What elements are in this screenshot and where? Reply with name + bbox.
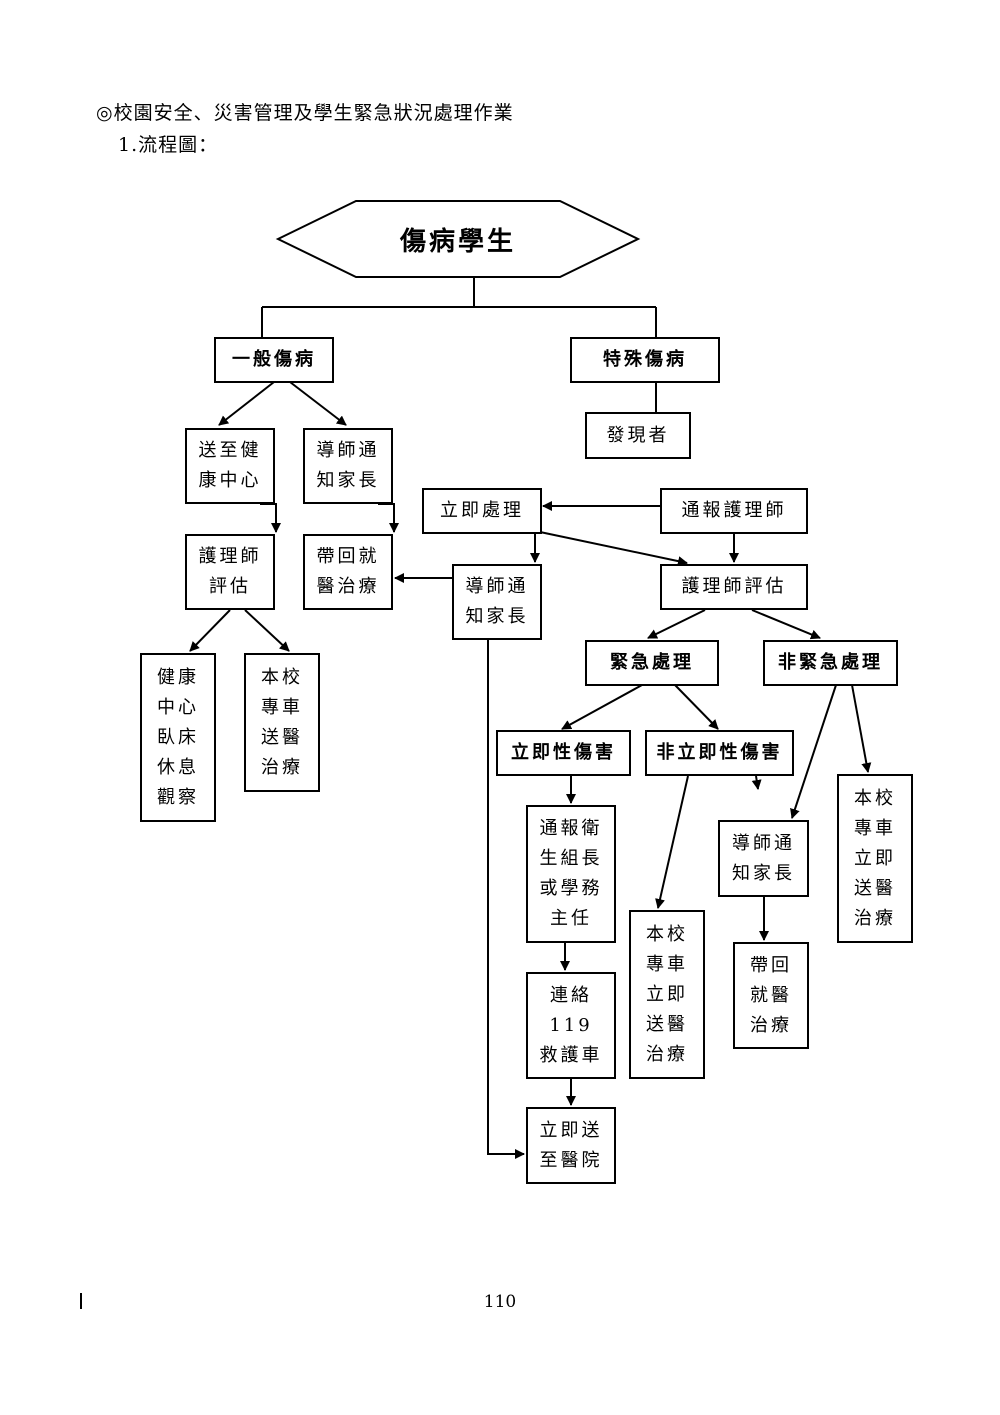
discoverer-box: 發現者 bbox=[585, 412, 691, 459]
take-home-treatment-box: 帶回就 醫治療 bbox=[303, 534, 393, 610]
nurse-assess-special-box: 護理師評估 bbox=[660, 564, 808, 610]
page-number: 110 bbox=[483, 1292, 517, 1312]
subtitle: 1.流程圖： bbox=[118, 134, 219, 156]
non-immediate-harm-box: 非立即性傷害 bbox=[645, 730, 794, 776]
general-injury-box: 一般傷病 bbox=[214, 337, 334, 383]
report-nurse-box: 通報護理師 bbox=[660, 488, 808, 534]
report-health-director-box: 通報衛 生組長 或學務 主任 bbox=[526, 805, 616, 943]
school-car-hospital-general-box: 本校 專車 送醫 治療 bbox=[244, 653, 320, 792]
section-title: ◎校園安全、災害管理及學生緊急狀況處理作業 bbox=[96, 102, 514, 124]
root-injured-student: 傷病學生 bbox=[399, 226, 516, 257]
nurse-assess-general-box: 護理師 評估 bbox=[185, 534, 275, 610]
emergency-handling-box: 緊急處理 bbox=[585, 640, 719, 686]
tutor-notify-parent-nonimmediate-box: 導師通 知家長 bbox=[718, 820, 809, 897]
call-119-box: 連絡 119 救護車 bbox=[526, 972, 616, 1079]
send-health-center-box: 送至健 康中心 bbox=[185, 428, 275, 504]
immediate-harm-box: 立即性傷害 bbox=[496, 730, 631, 776]
tutor-notify-parent-general-box: 導師通 知家長 bbox=[303, 428, 393, 504]
tutor-notify-parent-special-box: 導師通 知家長 bbox=[452, 564, 542, 640]
school-car-nonemergency-box: 本校 專車 立即 送醫 治療 bbox=[837, 774, 913, 943]
take-home-nonimmediate-box: 帶回 就醫 治療 bbox=[733, 942, 809, 1049]
special-injury-box: 特殊傷病 bbox=[570, 337, 720, 383]
immediate-handling-box: 立即處理 bbox=[422, 488, 542, 534]
health-center-rest-box: 健康 中心 臥床 休息 觀察 bbox=[140, 653, 216, 822]
root-hexagon bbox=[275, 200, 641, 278]
non-emergency-handling-box: 非緊急處理 bbox=[763, 640, 898, 686]
school-car-nonimmediate-box: 本校 專車 立即 送醫 治療 bbox=[629, 910, 705, 1079]
margin-bar bbox=[80, 1293, 82, 1309]
send-to-hospital-box: 立即送 至醫院 bbox=[526, 1107, 616, 1184]
